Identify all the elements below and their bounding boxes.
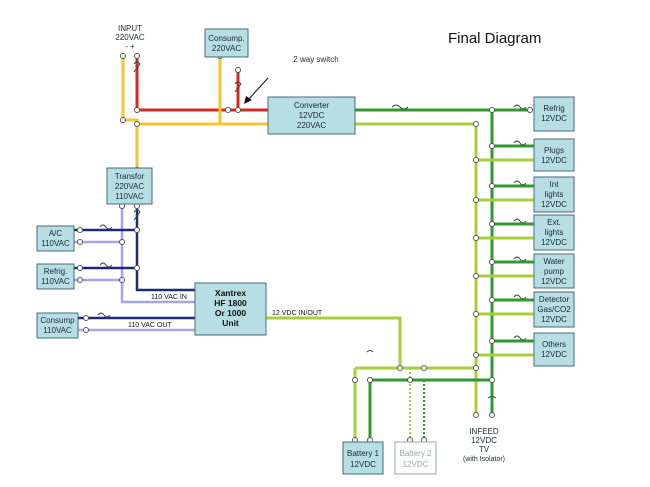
wire-transfor-live — [135, 206, 195, 292]
consump-top-line-2: 220VAC — [212, 44, 241, 53]
infeed-line-1: INFEED — [469, 427, 499, 436]
wire-branches-neg — [476, 158, 534, 357]
battery1-line-2: 12VDC — [350, 460, 376, 469]
consump-left-line-2: 110VAC — [43, 326, 72, 335]
wire-branches-pos — [492, 144, 534, 343]
diagram-title: Final Diagram — [448, 30, 541, 47]
input-label-line-2: 220VAC — [115, 33, 144, 42]
box-right-int-lights: Int lights 12VDC — [533, 176, 575, 213]
wire-input-live — [135, 56, 228, 112]
xantrex-line-2: HF 1800 — [214, 298, 247, 308]
battery2-line-2: 12VDC — [403, 460, 429, 469]
right-refrig-line-1: Refrig — [543, 104, 564, 113]
infeed-line-2: 12VDC — [471, 436, 497, 445]
fuse-battery — [366, 350, 374, 353]
fuse-ext-lights — [513, 218, 527, 224]
battery2-line-1: Battery 2 — [399, 449, 432, 458]
box-right-plugs: Plugs 12VDC — [533, 138, 575, 172]
fuse-others — [513, 335, 527, 341]
consump-left-line-1: Consump — [40, 316, 75, 325]
box-xantrex: Xantrex HF 1800 Or 1000 Unit — [194, 282, 267, 336]
infeed-line-4: (with Isolator) — [463, 456, 505, 463]
box-battery-1: Battery 1 12VDC — [342, 441, 384, 475]
box-right-water-pump: Water pump 12VDC — [533, 253, 575, 289]
fuse-ac — [99, 224, 113, 230]
input-label-line-3: - + — [125, 42, 135, 51]
right-plugs-line-2: 12VDC — [541, 156, 567, 165]
fuse-input — [133, 61, 141, 73]
right-detector-line-2: Gas/CO2 — [537, 305, 571, 314]
right-refrig-line-2: 12VDC — [541, 114, 567, 123]
wires — [73, 56, 534, 440]
box-right-others: Others 12VDC — [533, 332, 575, 367]
box-refrig-left: Refrig. 110VAC — [36, 263, 75, 290]
label-110-vac-out: 110 VAC OUT — [128, 322, 172, 329]
fuse-int-lights — [513, 180, 527, 186]
transfor-line-3: 110VAC — [115, 192, 144, 201]
input-label: INPUT 220VAC - + — [115, 24, 144, 51]
box-consump-top: Consump. 220VAC — [204, 28, 249, 58]
box-battery-2: Battery 2 12VDC — [394, 441, 437, 475]
right-others-line-2: 12VDC — [541, 350, 567, 359]
right-water-line-1: Water — [543, 257, 564, 266]
right-ext-line-2: lights — [545, 228, 564, 237]
fuses — [97, 61, 527, 399]
refrig-left-line-2: 110VAC — [41, 277, 70, 286]
box-consump-left: Consump 110VAC — [36, 312, 79, 339]
box-right-ext-lights: Ext. lights 12VDC — [533, 214, 575, 251]
label-110-vac-in: 110 VAC IN — [151, 294, 187, 301]
right-plugs-line-1: Plugs — [544, 146, 564, 155]
input-label-line-1: INPUT — [118, 24, 142, 33]
fuse-water — [513, 256, 527, 262]
refrig-left-line-1: Refrig. — [44, 267, 68, 276]
ac-line-2: 110VAC — [41, 239, 70, 248]
fuse-consump — [234, 81, 242, 93]
box-transfor: Transfor 220VAC 110VAC — [106, 167, 153, 205]
xantrex-line-3: Or 1000 — [215, 308, 246, 318]
fuse-detector — [513, 294, 527, 300]
box-ac: A/C 110VAC — [36, 225, 75, 252]
fuse-refrig-left — [99, 262, 113, 268]
converter-line-2: 12VDC — [299, 111, 325, 120]
transfor-line-1: Transfor — [115, 172, 145, 181]
wire-battery-pos — [368, 378, 492, 440]
box-converter: Converter 12VDC 220VAC — [267, 96, 356, 135]
right-detector-line-1: Detector — [539, 295, 570, 304]
switch-pointer: 2 way switch — [244, 55, 339, 104]
xantrex-line-4: Unit — [222, 318, 239, 328]
box-right-refrig: Refrig 12VDC — [533, 96, 575, 132]
infeed-label: INFEED 12VDC TV (with Isolator) — [463, 427, 505, 463]
right-ext-line-3: 12VDC — [541, 238, 567, 247]
wire-xantrex-dc — [266, 316, 476, 370]
xantrex-line-1: Xantrex — [215, 288, 246, 298]
right-water-line-2: pump — [544, 267, 565, 276]
consump-top-line-1: Consump. — [208, 34, 244, 43]
box-right-detector: Detector Gas/CO2 12VDC — [533, 291, 575, 328]
right-int-line-3: 12VDC — [541, 200, 567, 209]
fuse-infeed — [487, 396, 497, 399]
battery1-line-1: Battery 1 — [347, 449, 380, 458]
right-int-line-2: lights — [545, 190, 564, 199]
right-water-line-3: 12VDC — [541, 277, 567, 286]
ac-line-1: A/C — [49, 229, 63, 238]
right-detector-line-3: 12VDC — [541, 315, 567, 324]
infeed-line-3: TV — [479, 445, 490, 454]
fuse-converter — [391, 104, 409, 110]
converter-line-3: 220VAC — [297, 121, 326, 130]
right-others-line-1: Others — [542, 340, 566, 349]
label-12-vdc-inout: 12 VDC IN/OUT — [272, 310, 323, 317]
fuse-consump-left — [97, 312, 111, 318]
fuse-plugs — [513, 140, 527, 146]
fuse-refrig — [513, 104, 527, 110]
wire-input-neutral — [121, 56, 139, 170]
right-ext-line-1: Ext. — [547, 218, 561, 227]
transfor-line-2: 220VAC — [115, 182, 144, 191]
switch-label: 2 way switch — [293, 55, 338, 64]
right-int-line-1: Int — [550, 180, 560, 189]
fuse-transfor — [133, 209, 141, 221]
converter-line-1: Converter — [294, 101, 329, 110]
wire-transfor-neutral — [120, 206, 195, 304]
